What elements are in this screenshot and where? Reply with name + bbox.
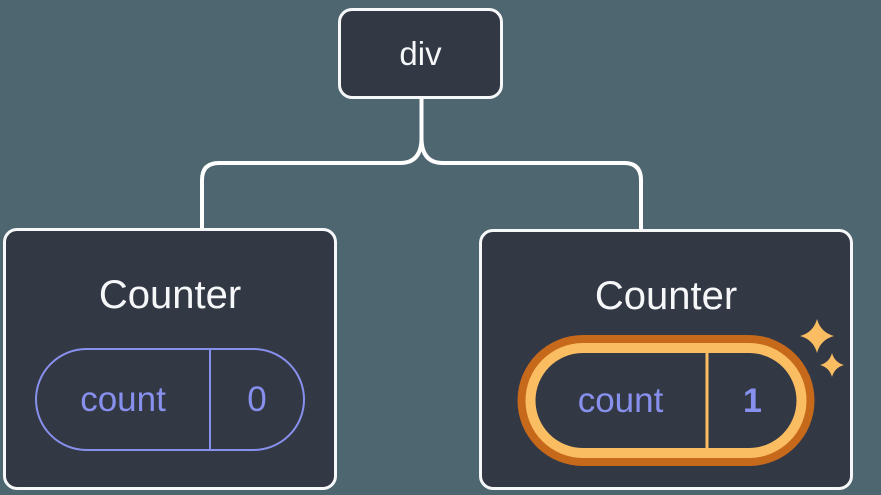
state-key-label: count: [80, 380, 166, 419]
tree-node-counter-right: Counter count 1: [479, 229, 853, 490]
connector-right-branch: [419, 97, 643, 232]
component-name-left: Counter: [98, 273, 242, 317]
component-name-right: Counter: [594, 274, 738, 318]
state-value-segment: 1: [709, 353, 797, 448]
state-key-label: count: [577, 381, 664, 420]
state-value-label: 0: [247, 380, 267, 419]
state-key-segment: count: [536, 353, 709, 448]
state-value-segment: 0: [211, 350, 303, 449]
tree-node-counter-left: Counter count 0: [3, 228, 337, 490]
tree-node-div: div: [338, 8, 503, 99]
state-pill-left: count 0: [35, 348, 305, 451]
connector-left-branch: [200, 97, 424, 232]
state-value-label: 1: [743, 381, 762, 420]
state-pill-highlight-ring: count 1: [517, 335, 815, 466]
state-key-segment: count: [37, 350, 211, 449]
root-node-label: div: [399, 35, 442, 72]
state-pill-right: count 1: [535, 353, 797, 448]
state-pill-highlight-inner-ring: count 1: [525, 343, 807, 458]
